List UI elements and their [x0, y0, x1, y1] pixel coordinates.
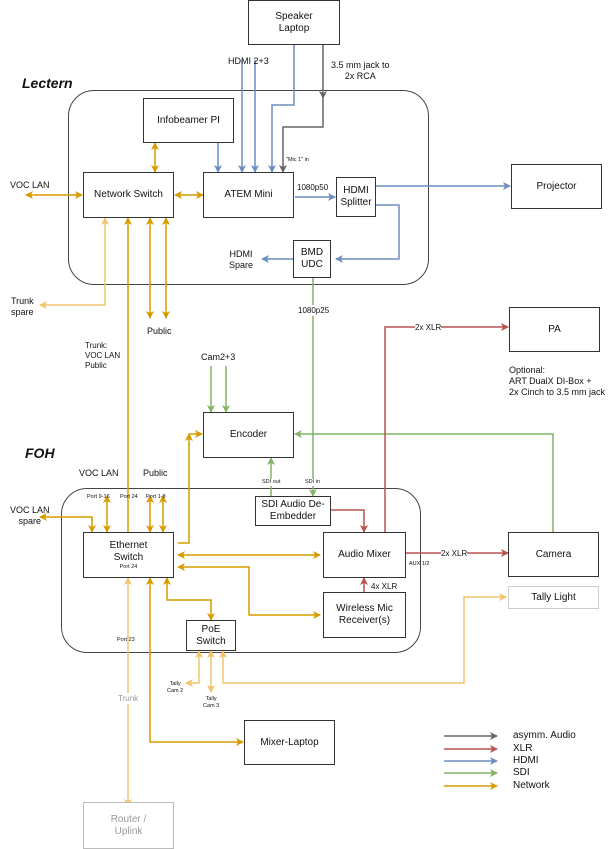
port-23-label: Port 23 [117, 637, 135, 643]
hdmi-line [268, 45, 295, 173]
network-line [177, 563, 321, 619]
encoder-node[interactable]: Encoder [203, 412, 294, 458]
legend-item-network: Network [513, 780, 550, 791]
legend-item-hdmi: HDMI [513, 755, 539, 766]
xlr-camera-label: 2x XLR [441, 548, 468, 559]
sdi-line [294, 430, 554, 532]
hdmi-23-label: HDMI 2+3 [228, 56, 269, 66]
trunk-info-label: Trunk: VOC LAN Public [85, 341, 121, 370]
pa-node[interactable]: PA [509, 307, 600, 352]
lectern-title: Lectern [22, 75, 73, 91]
tally-cam2-label: Tally Cam 2 [167, 681, 184, 694]
audio-line [279, 98, 324, 173]
wireless-mic-node[interactable]: Wireless Mic Receiver(s) [323, 592, 406, 638]
hdmi-spare-label: HDMI Spare [229, 249, 254, 270]
audio-mixer-node[interactable]: Audio Mixer [323, 532, 406, 578]
sdi-out-label: SDI out [262, 479, 281, 486]
xlr-line [384, 323, 509, 532]
port-1-8-label: Port 1-8 [146, 494, 166, 500]
ethernet-switch-node[interactable]: Ethernet Switch Port 24 [83, 532, 174, 578]
speaker-laptop-node[interactable]: Speaker Laptop [248, 0, 340, 45]
tally-light-node[interactable]: Tally Light [508, 586, 599, 609]
voc-lan-foh-label: VOC LAN [79, 468, 119, 478]
hdmi-line [335, 204, 400, 263]
poe-switch-node[interactable]: PoE Switch [186, 620, 236, 651]
legend-item-sdi: SDI [513, 767, 530, 778]
voc-lan-spare-label: VOC LAN spare [10, 505, 50, 526]
network-line [39, 513, 96, 533]
trunk-label: Trunk [118, 693, 139, 704]
port-9-16-label: Port 9-16 [87, 494, 110, 500]
legend-item-asymm-audio: asymm. Audio [513, 730, 576, 741]
router-uplink-node[interactable]: Router / Uplink [83, 802, 174, 849]
xlr-4x-label: 4x XLR [371, 582, 398, 591]
port-24-label: Port 24 [120, 494, 138, 500]
xlr-pa-label: 2x XLR [415, 322, 442, 333]
aux12-label: AUX 1/2 [409, 561, 430, 567]
infobeamer-node[interactable]: Infobeamer PI [143, 98, 234, 143]
camera-node[interactable]: Camera [508, 532, 599, 577]
voc-lan-lectern-label: VOC LAN [10, 180, 50, 190]
trunk-spare-label: Trunk spare [11, 296, 34, 317]
network-line [146, 577, 244, 746]
sdi-deembedder-node[interactable]: SDI Audio De- Embedder [255, 496, 331, 526]
network-line-light [219, 593, 507, 684]
jack-rca-label: 3.5 mm jack to 2x RCA [331, 60, 390, 81]
sdi-in-label: SDI in [305, 479, 320, 486]
cam23-label: Cam2+3 [201, 352, 236, 362]
mic1-in-label: "Mic 1" in [286, 157, 309, 163]
pa-optional-label: Optional: ART DualX DI-Box + 2x Cinch to… [509, 365, 606, 397]
tally-cam3-label: Tally Cam 3 [203, 696, 220, 709]
1080p25-label: 1080p25 [298, 305, 330, 316]
public-lectern-label: Public [147, 326, 172, 336]
network-line-light [39, 217, 109, 309]
network-line-light [185, 650, 203, 687]
foh-title: FOH [25, 445, 55, 461]
xlr-line [331, 509, 368, 533]
lectern-group [68, 90, 429, 285]
mixer-laptop-node[interactable]: Mixer-Laptop [244, 720, 335, 765]
network-switch-node[interactable]: Network Switch [83, 172, 174, 218]
public-foh-label: Public [143, 468, 168, 478]
network-line [178, 433, 193, 544]
legend-item-xlr: XLR [513, 743, 533, 754]
network-line [163, 577, 215, 621]
hdmi-splitter-node[interactable]: HDMI Splitter [336, 177, 376, 217]
1080p50-label: 1080p50 [297, 183, 329, 192]
projector-node[interactable]: Projector [511, 164, 602, 209]
bmd-udc-node[interactable]: BMD UDC [293, 240, 331, 278]
ethernet-switch-port-label: Port 24 [119, 563, 138, 570]
atem-mini-node[interactable]: ATEM Mini [203, 172, 294, 218]
ethernet-switch-label: Ethernet Switch [109, 539, 148, 563]
